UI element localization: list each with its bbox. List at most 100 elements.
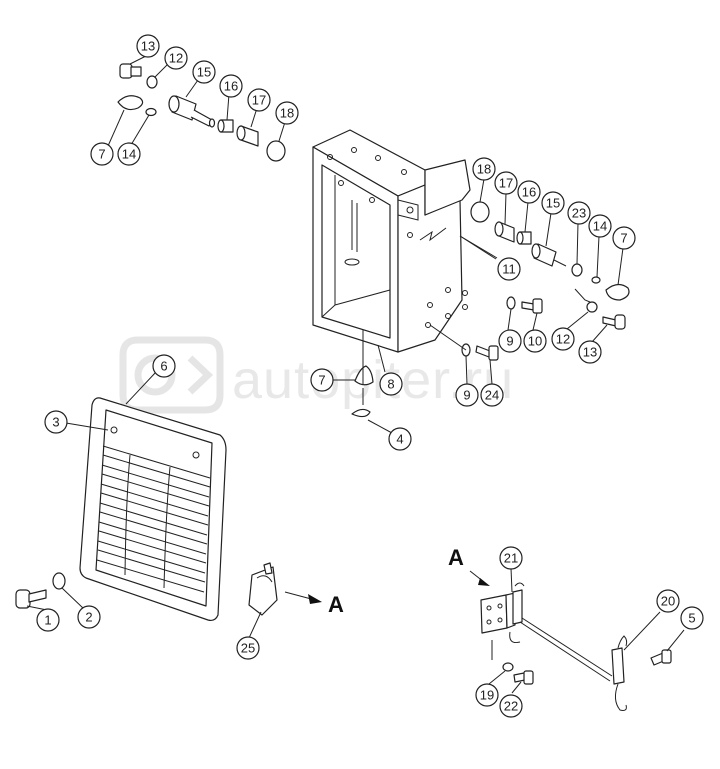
svg-text:5: 5 <box>688 611 695 626</box>
callout-7-lower: 7 <box>310 368 334 392</box>
svg-text:22: 22 <box>504 699 518 714</box>
callout-7-right: 7 <box>612 226 636 250</box>
callout-15-top: 15 <box>192 60 216 84</box>
callouts: 13 12 15 16 17 18 7 14 18 17 16 15 23 14… <box>36 34 704 718</box>
callout-1: 1 <box>36 608 60 632</box>
callout-17-right: 17 <box>494 171 518 195</box>
housing-bottom-parts <box>333 330 393 434</box>
callout-25: 25 <box>236 636 260 660</box>
callout-23: 23 <box>567 201 591 225</box>
svg-text:7: 7 <box>318 373 325 388</box>
svg-text:7: 7 <box>620 231 627 246</box>
svg-text:9: 9 <box>463 388 470 403</box>
svg-text:12: 12 <box>169 51 183 66</box>
watermark-logo-icon <box>119 336 224 414</box>
svg-text:11: 11 <box>502 262 516 277</box>
callout-12-top: 12 <box>164 46 188 70</box>
part-washer-14 <box>145 107 157 117</box>
grille-panel <box>79 397 227 622</box>
grille-louvers <box>96 445 211 593</box>
callout-13-right: 13 <box>578 340 602 364</box>
part-knob-7 <box>117 95 144 111</box>
view-a-label: A <box>448 545 464 570</box>
svg-text:23: 23 <box>572 206 586 221</box>
part-bolt-24 <box>475 345 499 361</box>
part-sleeve-15b <box>531 243 567 267</box>
part-knob-7c <box>354 365 374 386</box>
main-housing <box>312 129 471 353</box>
callout-12-right: 12 <box>551 327 575 351</box>
svg-text:17: 17 <box>499 176 513 191</box>
svg-text:18: 18 <box>280 106 294 121</box>
callout-9-lower: 9 <box>455 383 479 407</box>
svg-text:1: 1 <box>44 613 51 628</box>
part-washer-9 <box>506 296 516 310</box>
callout-10: 10 <box>523 329 547 353</box>
svg-text:14: 14 <box>122 147 136 162</box>
view-arrow-a: A <box>284 591 344 617</box>
svg-text:13: 13 <box>583 345 597 360</box>
knob-assembly-top-left <box>117 63 286 162</box>
callout-13-top: 13 <box>136 34 160 58</box>
svg-text:12: 12 <box>556 332 570 347</box>
part-washer-23 <box>571 263 583 277</box>
svg-text:25: 25 <box>241 641 255 656</box>
svg-text:13: 13 <box>141 39 155 54</box>
svg-text:16: 16 <box>224 79 238 94</box>
callout-18-top: 18 <box>275 101 299 125</box>
svg-text:16: 16 <box>522 185 536 200</box>
hinge-assembly: A <box>448 545 672 711</box>
part-washer-19 <box>502 662 514 672</box>
svg-text:18: 18 <box>477 162 491 177</box>
leaders-grille <box>65 371 157 431</box>
svg-text:8: 8 <box>387 377 394 392</box>
callout-16-top: 16 <box>219 74 243 98</box>
part-screw-13 <box>119 63 142 79</box>
callout-7-top: 7 <box>90 142 114 166</box>
part-sleeve-15 <box>168 95 216 128</box>
svg-text:4: 4 <box>396 432 403 447</box>
callout-14-top: 14 <box>117 142 141 166</box>
svg-text:6: 6 <box>160 359 167 374</box>
part-screw-13b <box>602 314 626 330</box>
callout-14-right: 14 <box>588 214 612 238</box>
part-washer-2 <box>52 572 66 590</box>
svg-text:3: 3 <box>52 415 59 430</box>
svg-text:9: 9 <box>506 334 513 349</box>
part-clip-25 <box>248 562 278 616</box>
part-washer-4 <box>351 408 371 418</box>
leaders-right <box>429 178 624 385</box>
svg-text:14: 14 <box>593 219 607 234</box>
callout-4: 4 <box>388 427 412 451</box>
part-spacer-17 <box>236 125 259 147</box>
part-bolt-22 <box>513 670 534 685</box>
svg-text:15: 15 <box>546 196 560 211</box>
callout-6: 6 <box>152 354 176 378</box>
leaders-hinge <box>488 567 685 694</box>
part-bolt-1 <box>15 589 47 609</box>
callout-17-top: 17 <box>247 88 271 112</box>
callout-11: 11 <box>497 257 521 281</box>
svg-text:15: 15 <box>197 65 211 80</box>
part-washer-12 <box>146 75 158 89</box>
svg-text:2: 2 <box>85 610 92 625</box>
callout-16-right: 16 <box>517 180 541 204</box>
part-bolt-10 <box>521 298 543 314</box>
callout-22: 22 <box>499 694 523 718</box>
svg-text:20: 20 <box>661 594 675 609</box>
part-knob-7b <box>605 283 630 301</box>
part-spacer-17b <box>494 221 515 243</box>
svg-text:19: 19 <box>480 688 494 703</box>
callout-24: 24 <box>480 383 504 407</box>
svg-text:10: 10 <box>528 334 542 349</box>
callout-21: 21 <box>499 546 523 570</box>
callout-18-right: 18 <box>472 157 496 181</box>
part-bushing-16 <box>217 119 234 133</box>
callout-15-right: 15 <box>541 191 565 215</box>
part-washer-12b <box>586 301 598 313</box>
callout-19: 19 <box>475 683 499 707</box>
svg-text:17: 17 <box>252 93 266 108</box>
callout-2: 2 <box>77 605 101 629</box>
part-cap-18b <box>470 201 490 223</box>
